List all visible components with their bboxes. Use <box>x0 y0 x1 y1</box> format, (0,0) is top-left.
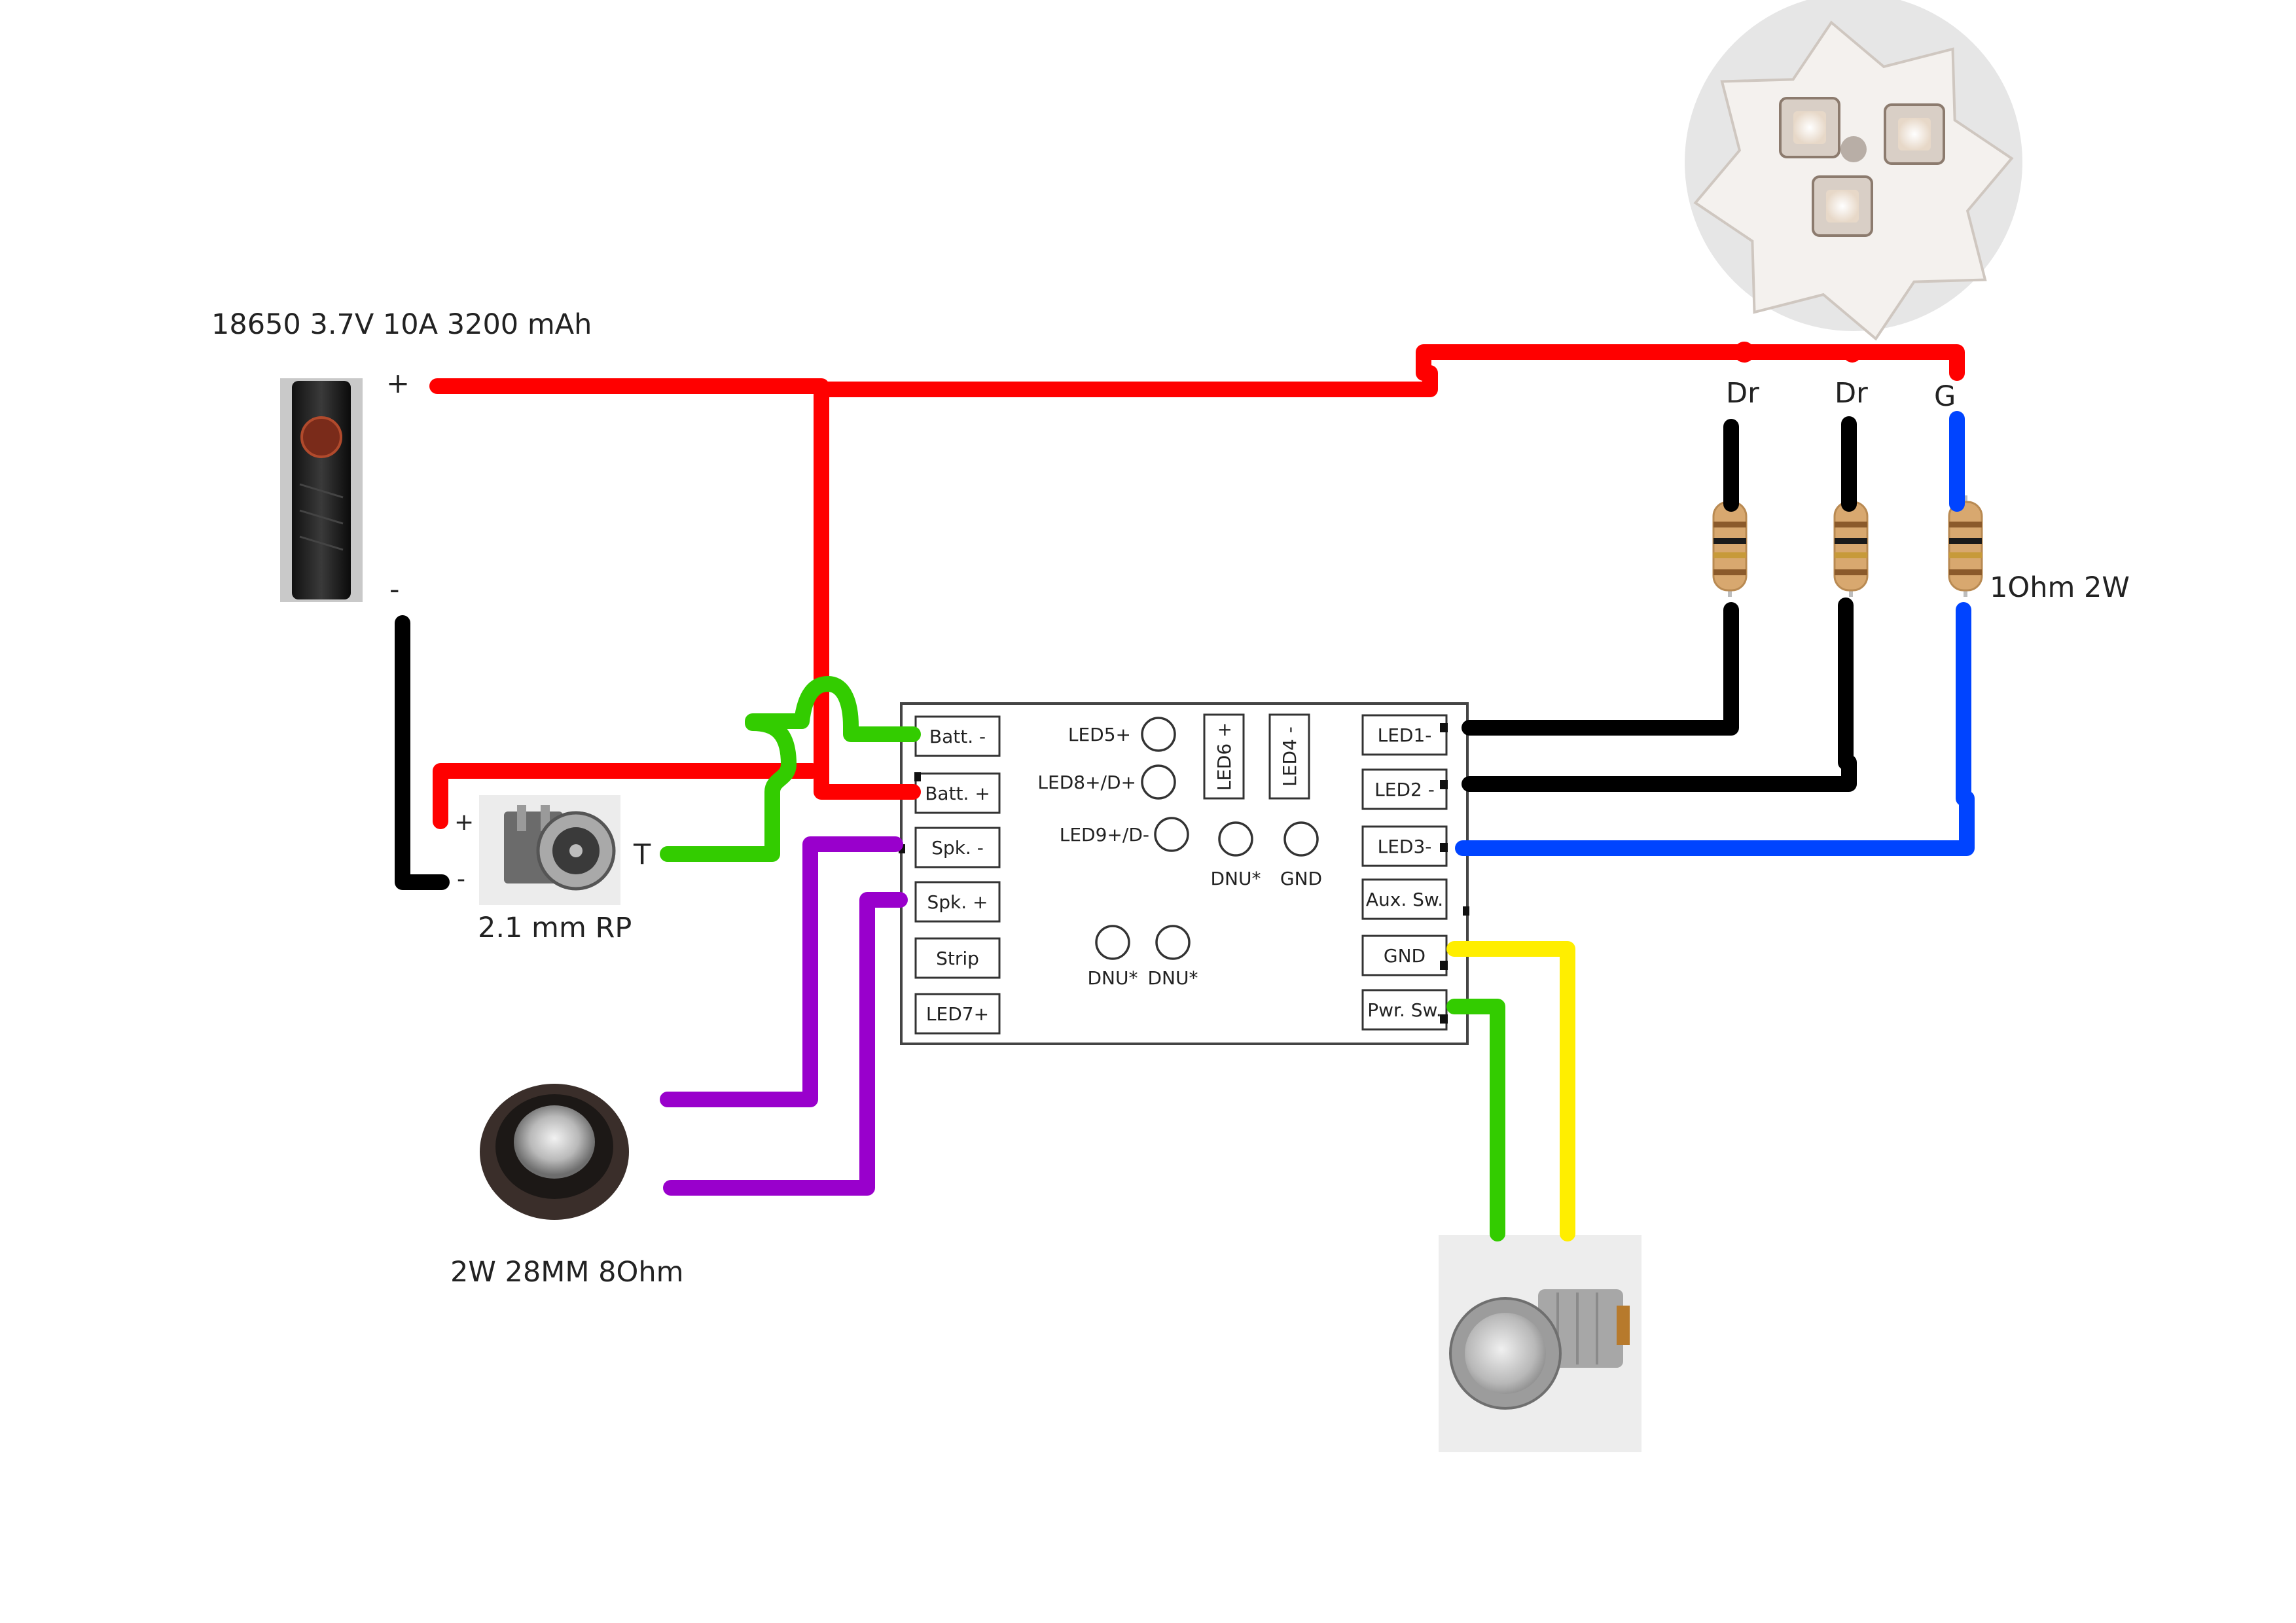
wire-switch-ground <box>1446 941 1575 1241</box>
ring-dnu-3: DNU* <box>1148 925 1198 989</box>
led-g-label: G <box>1934 380 1956 413</box>
wire-speaker-minus <box>660 836 903 1107</box>
ring-led9-plus: LED9+/D- <box>1060 817 1189 852</box>
speaker-icon <box>480 1084 629 1220</box>
ring-led5-plus: LED5+ <box>1068 717 1176 752</box>
wire-speaker-plus <box>663 892 908 1196</box>
triple-led-star-icon <box>1685 0 2022 341</box>
pad-led2-minus: LED2 - <box>1361 768 1448 810</box>
svg-text:GND: GND <box>1280 868 1322 889</box>
svg-text:LED2 -: LED2 - <box>1374 779 1435 800</box>
svg-text:DNU*: DNU* <box>1088 967 1138 989</box>
svg-text:GND: GND <box>1384 945 1426 967</box>
svg-text:Spk. -: Spk. - <box>931 837 984 859</box>
pad-led7-plus: LED7+ <box>914 993 1001 1035</box>
pad-led3-minus: LED3- <box>1361 825 1448 867</box>
pad-batt-plus: Batt. + <box>914 772 1001 814</box>
resistor-icon <box>1712 495 1983 597</box>
svg-text:Aux. Sw.: Aux. Sw. <box>1366 889 1443 910</box>
pad-strip: Strip <box>914 937 1001 979</box>
led-dr2-label: Dr <box>1835 377 1868 410</box>
jack-name-label: 2.1 mm RP <box>478 912 632 944</box>
svg-text:LED7+: LED7+ <box>926 1003 989 1025</box>
battery-18650-icon <box>280 378 363 602</box>
svg-text:LED8+/D+: LED8+/D+ <box>1037 772 1136 793</box>
svg-text:Batt. -: Batt. - <box>929 726 986 747</box>
jack-plus-label: + <box>454 809 474 836</box>
resistor-label: 1Ohm 2W <box>1990 571 2130 604</box>
ring-led8-plus: LED8+/D+ <box>1037 764 1176 800</box>
pad-led6-plus: LED6 + <box>1203 713 1245 800</box>
ring-gnd: GND <box>1280 821 1322 889</box>
dc-jack-icon <box>479 795 620 905</box>
battery-plus-label: + <box>386 367 410 400</box>
svg-text:Strip: Strip <box>936 948 979 969</box>
ring-dnu-2: DNU* <box>1088 925 1138 989</box>
pad-pwr-sw: Pwr. Sw. <box>1361 989 1448 1031</box>
svg-text:LED1-: LED1- <box>1378 724 1432 746</box>
wire-jack-positive <box>433 763 819 829</box>
pad-led4-minus: LED4 - <box>1268 713 1310 800</box>
battery-label: 18650 3.7V 10A 3200 mAh <box>211 308 592 341</box>
pad-batt-minus: Batt. - <box>914 715 1001 757</box>
svg-text:LED3-: LED3- <box>1378 836 1432 857</box>
jack-tip-label: T <box>633 838 651 871</box>
svg-text:DNU*: DNU* <box>1148 967 1198 989</box>
battery-minus-label: - <box>389 573 400 606</box>
soundboard: Batt. - Batt. + Spk. - Spk. + Strip LED7… <box>899 702 1469 1045</box>
pushbutton-switch-icon <box>1439 1235 1641 1452</box>
svg-text:LED4 -: LED4 - <box>1279 726 1300 787</box>
speaker-label: 2W 28MM 8Ohm <box>450 1256 683 1289</box>
wire-led1-negative <box>1462 602 1739 736</box>
wire-switch-signal <box>1446 999 1505 1241</box>
wire-battery-negative <box>395 615 450 890</box>
wire-positive-to-led <box>814 344 1965 397</box>
pad-led1-minus: LED1- <box>1361 714 1448 756</box>
svg-text:Pwr. Sw.: Pwr. Sw. <box>1367 999 1442 1021</box>
svg-text:LED6 +: LED6 + <box>1213 722 1235 791</box>
svg-text:Batt. +: Batt. + <box>925 783 990 804</box>
jack-minus-label: - <box>457 866 465 893</box>
pad-gnd: GND <box>1361 935 1448 976</box>
wire-jack-tip <box>660 676 921 862</box>
wire-led2-negative <box>1462 597 1857 792</box>
wire-led3-negative <box>1455 602 1975 856</box>
svg-text:LED9+/D-: LED9+/D- <box>1060 824 1149 846</box>
pad-spk-minus: Spk. - <box>914 827 1001 868</box>
wire-battery-positive <box>429 378 921 800</box>
svg-text:LED5+: LED5+ <box>1068 724 1131 745</box>
pad-spk-plus: Spk. + <box>914 881 1001 923</box>
led-dr1-label: Dr <box>1726 377 1759 410</box>
svg-text:DNU*: DNU* <box>1211 868 1261 889</box>
svg-text:Spk. +: Spk. + <box>927 891 988 913</box>
ring-dnu-1: DNU* <box>1211 821 1261 889</box>
pad-aux-sw: Aux. Sw. <box>1361 878 1448 920</box>
